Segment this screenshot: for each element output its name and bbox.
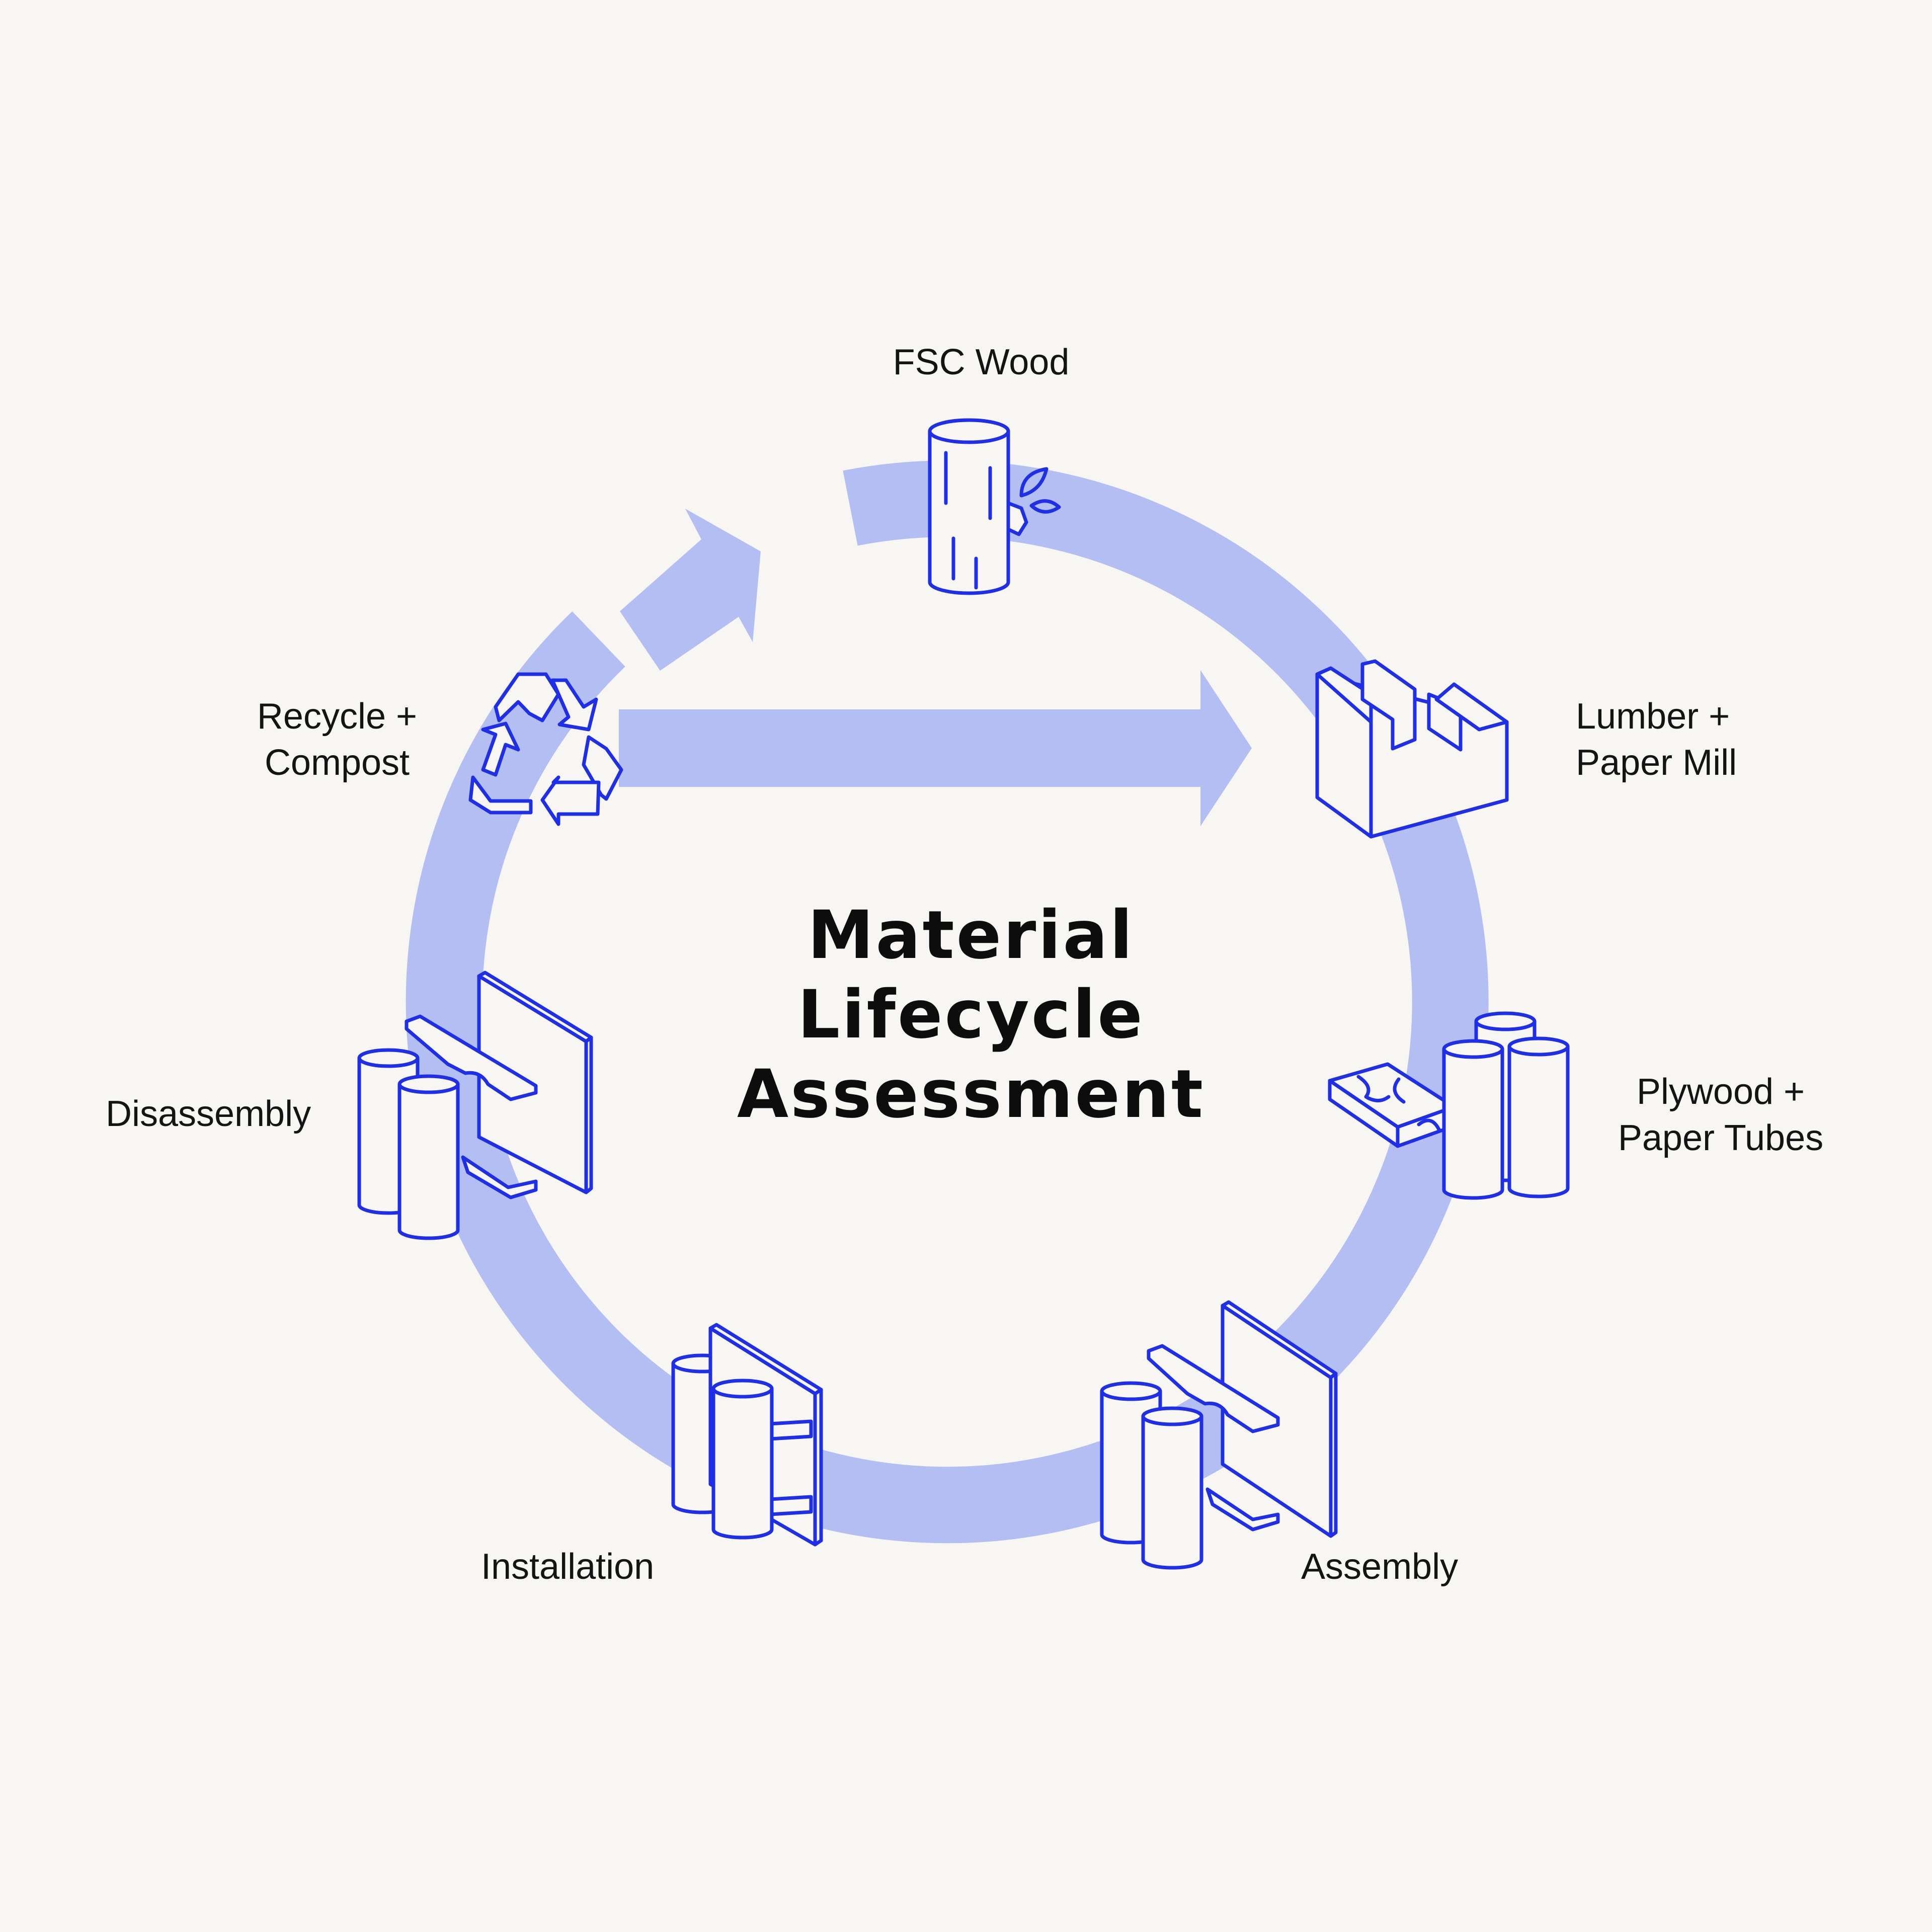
stage-label-recycle: Recycle + Compost (257, 696, 418, 783)
assembly-parts-icon (1100, 1300, 1338, 1570)
title-line-1: Material (808, 897, 1135, 974)
stage-label-fsc-wood: FSC Wood (893, 342, 1070, 382)
title-line-3: Assessment (737, 1056, 1205, 1133)
stage-label-installation: Installation (481, 1547, 655, 1587)
stage-label-lumber-mill: Lumber + Paper Mill (1576, 696, 1737, 783)
disassembled-parts-icon (357, 971, 593, 1240)
log-with-leaves-icon (928, 418, 1061, 595)
plywood-and-tubes-icon (1328, 1011, 1570, 1200)
stage-label-assembly: Assembly (1301, 1547, 1459, 1587)
cycle-arrowhead (620, 509, 761, 671)
mill-building-icon (1315, 659, 1509, 839)
recycle-icon (468, 672, 623, 826)
diagram-title: Material Lifecycle Assessment (664, 896, 1278, 1134)
stage-label-plywood-tubes: Plywood + Paper Tubes (1618, 1072, 1824, 1158)
stage-label-disassembly: Disassembly (106, 1094, 311, 1134)
title-line-2: Lifecycle (797, 976, 1145, 1054)
installed-structure-icon (671, 1323, 823, 1547)
shortcut-arrow (619, 670, 1252, 826)
